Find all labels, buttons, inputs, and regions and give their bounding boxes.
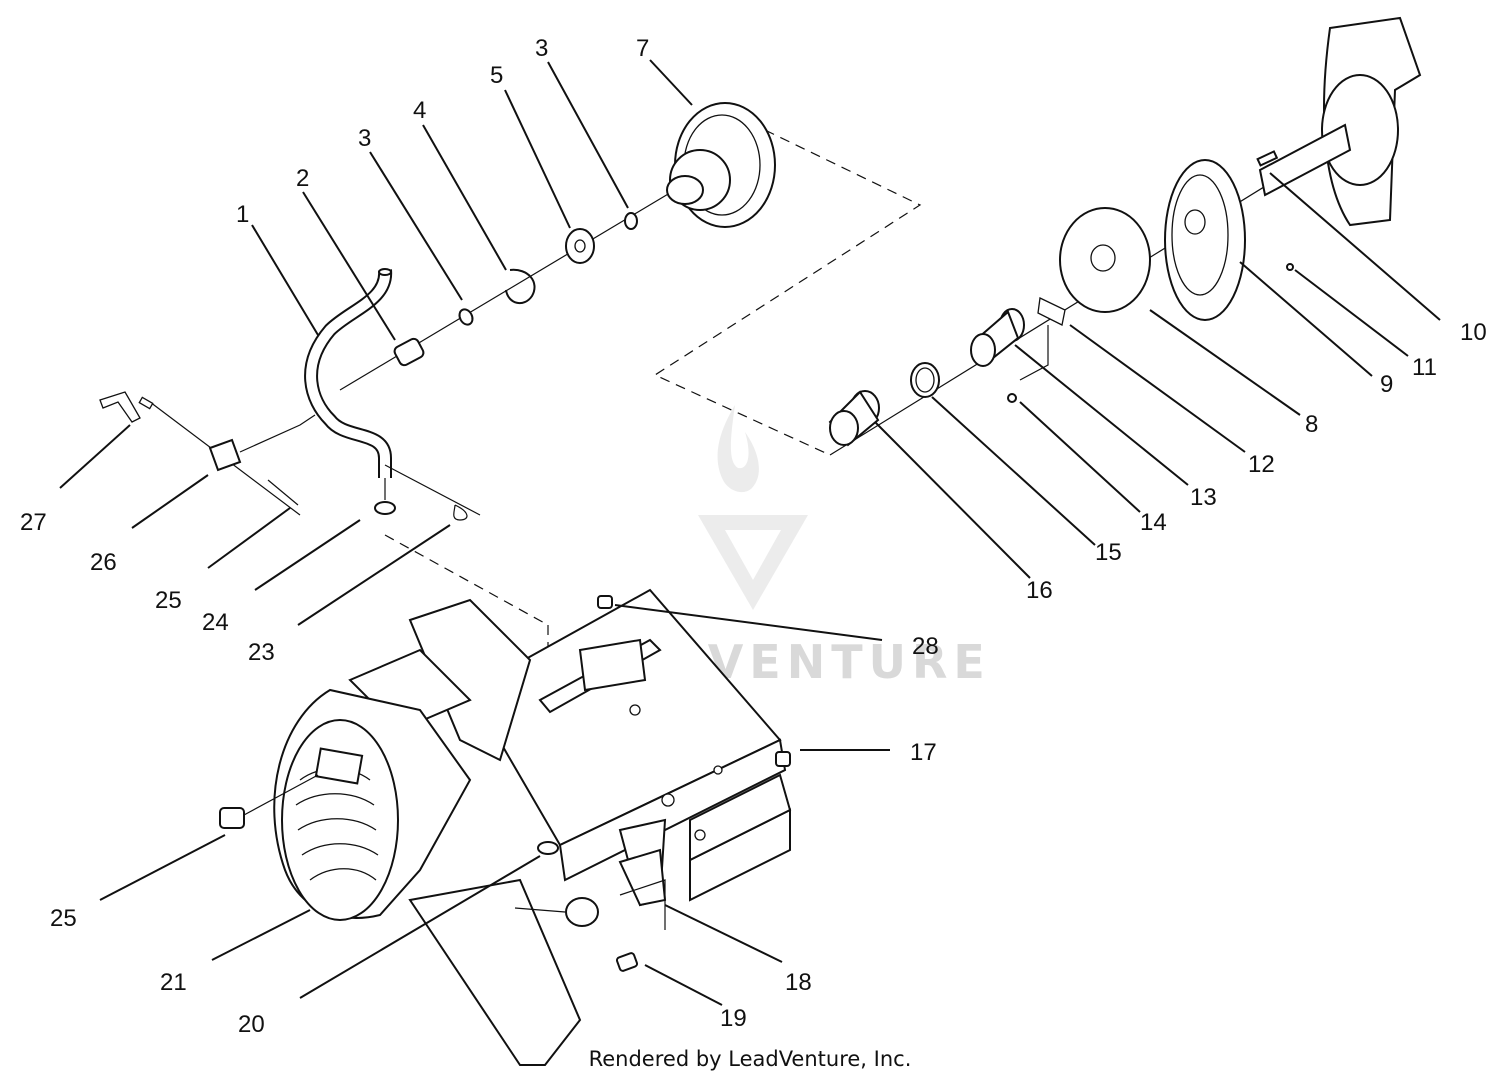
callout-14: 14	[1140, 509, 1167, 536]
callout-13: 13	[1190, 484, 1217, 511]
callout-3-ring: 3	[535, 35, 548, 62]
linkage-assembly	[99, 391, 549, 810]
callout-1: 1	[236, 201, 249, 228]
callout-21: 21	[160, 969, 187, 996]
render-credit: Rendered by LeadVenture, Inc.	[589, 1047, 912, 1071]
callout-28: 28	[912, 633, 939, 660]
watermark-logo	[698, 405, 808, 610]
callout-20: 20	[238, 1011, 265, 1038]
frame-chassis	[219, 588, 792, 1066]
callout-24: 24	[202, 609, 229, 636]
callout-11: 11	[1412, 354, 1437, 381]
shaft-assembly-left	[304, 102, 922, 478]
callout-12: 12	[1248, 451, 1275, 478]
callout-3-bushing: 3	[358, 125, 371, 152]
callout-25-upper: 25	[155, 587, 182, 614]
callout-19: 19	[720, 1005, 747, 1032]
callout-labels: 1 2 3 4 5 3 7 10 11 9 8 12 13 14 15 16 2…	[20, 35, 1487, 1038]
callout-27: 27	[20, 509, 47, 536]
callout-4: 4	[413, 97, 426, 124]
callout-23: 23	[248, 639, 275, 666]
callout-10: 10	[1460, 319, 1487, 346]
callout-2: 2	[296, 165, 309, 192]
callout-15: 15	[1095, 539, 1122, 566]
callout-25-lower: 25	[50, 905, 77, 932]
leader-lines	[59, 59, 1441, 1006]
callout-16: 16	[1026, 577, 1053, 604]
callout-9: 9	[1380, 371, 1393, 398]
callout-8: 8	[1305, 411, 1318, 438]
callout-7: 7	[636, 35, 649, 62]
callout-26: 26	[90, 549, 117, 576]
callout-17: 17	[910, 739, 937, 766]
callout-18: 18	[785, 969, 812, 996]
callout-5: 5	[490, 62, 503, 89]
pulley-assembly-right	[828, 16, 1422, 456]
